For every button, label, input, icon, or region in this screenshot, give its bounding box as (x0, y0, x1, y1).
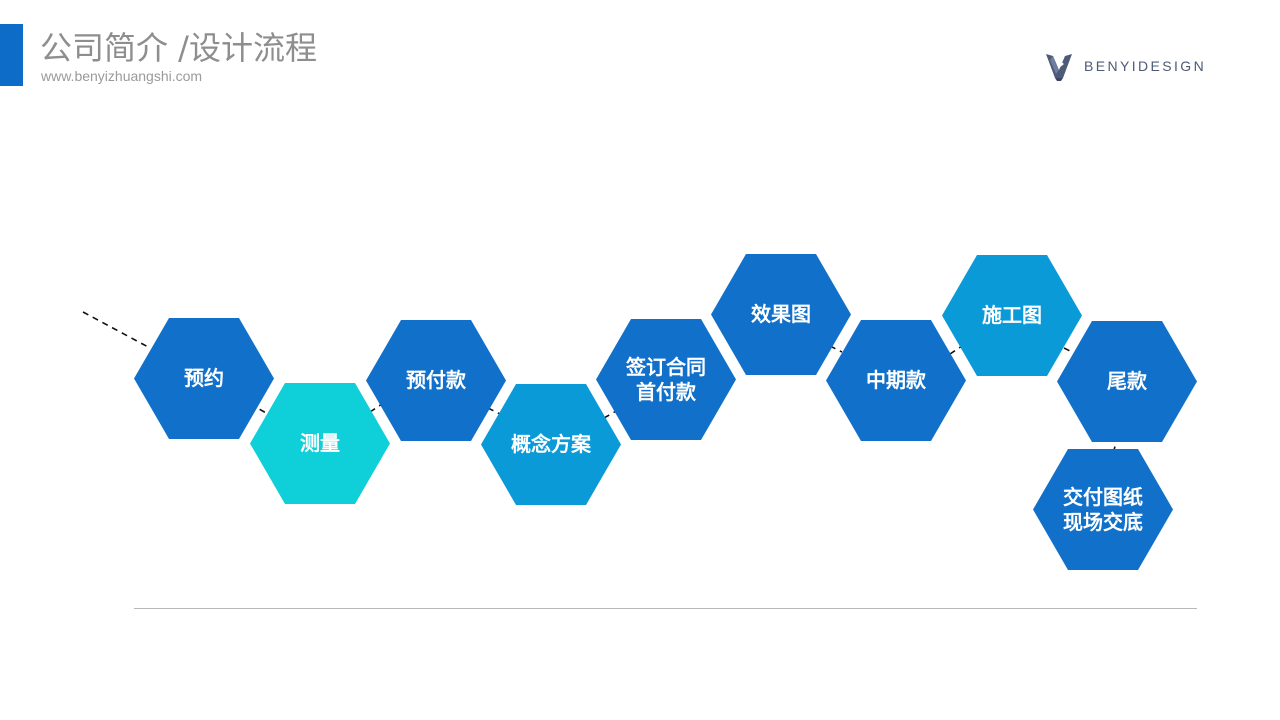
step-hex-delivery: 交付图纸 现场交底 (1033, 449, 1173, 570)
step-hex-prepayment: 预付款 (366, 320, 506, 441)
website-url: www.benyizhuangshi.com (41, 68, 203, 84)
step-hex-measurement: 测量 (250, 383, 390, 504)
benyi-logo-icon (1046, 54, 1072, 81)
brand-block: BENYIDESIGN (1044, 50, 1206, 82)
step-hex-contract: 签订合同 首付款 (596, 319, 736, 440)
bottom-divider (134, 608, 1197, 609)
title-accent-bar (0, 24, 23, 86)
step-hex-rendering: 效果图 (711, 254, 851, 375)
step-hex-midterm-payment: 中期款 (826, 320, 966, 441)
step-hex-reservation: 预约 (134, 318, 274, 439)
page-title: 公司简介 /设计流程 (40, 29, 317, 67)
step-hex-concept: 概念方案 (481, 384, 621, 505)
step-hex-final-payment: 尾款 (1057, 321, 1197, 442)
brand-name: BENYIDESIGN (1084, 58, 1207, 74)
step-hex-construction-drawing: 施工图 (942, 255, 1082, 376)
